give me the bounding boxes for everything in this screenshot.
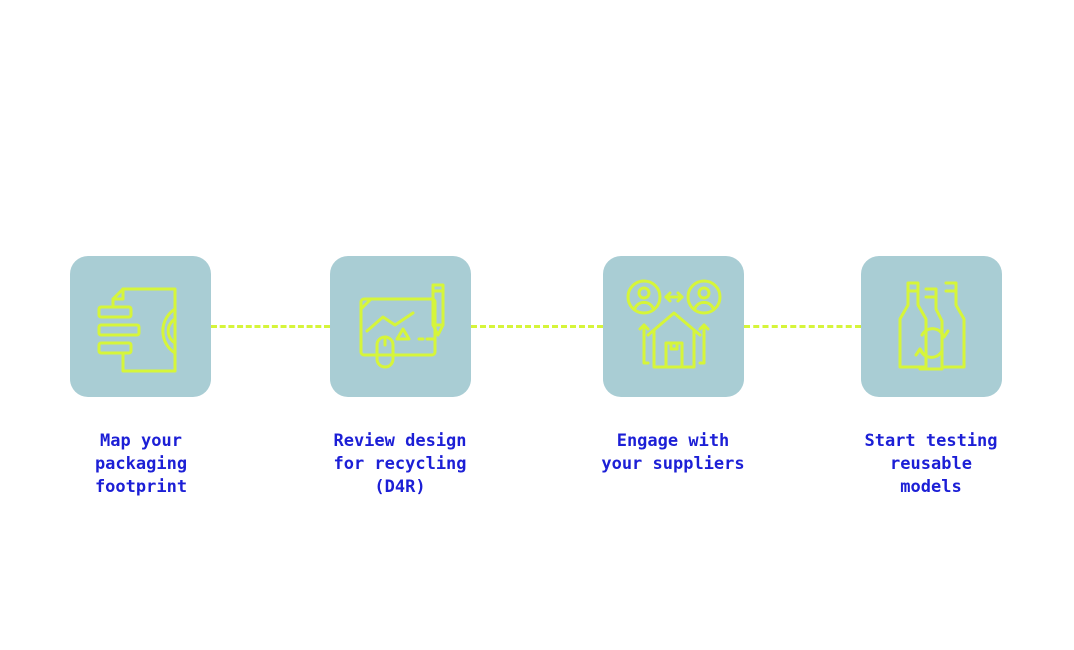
design-blueprint-icon [359,283,444,368]
connector-1-2 [211,325,330,328]
step-2-label-line-3: (D4R) [374,477,426,497]
step-4-box [861,256,1002,397]
step-3-label-line-1: Engage with [616,431,730,451]
packaging-gear-icon [97,287,176,372]
step-4-label-line-2: reusable [890,454,972,474]
step-4-label: Start testing reusable models [831,430,1031,499]
step-2-label: Review design for recycling (D4R) [300,430,500,499]
step-4-label-line-1: Start testing [864,431,998,451]
reusable-bottles-icon [898,281,965,370]
step-1-box [70,256,211,397]
supplier-exchange-icon [626,279,721,368]
step-3-box [603,256,744,397]
step-2-label-line-1: Review design [333,431,467,451]
connector-3-4 [744,325,861,328]
step-2-box [330,256,471,397]
connector-2-3 [471,325,603,328]
step-1-label-line-1: Map your [100,431,182,451]
step-1-label: Map your packaging footprint [41,430,241,499]
step-2-label-line-2: for recycling [333,454,467,474]
step-1-label-line-2: packaging [94,454,188,474]
step-4-label-line-3: models [900,477,962,497]
step-1-label-line-3: footprint [94,477,188,497]
step-3-label-line-2: your suppliers [601,454,745,474]
step-3-label: Engage with your suppliers [573,430,773,476]
